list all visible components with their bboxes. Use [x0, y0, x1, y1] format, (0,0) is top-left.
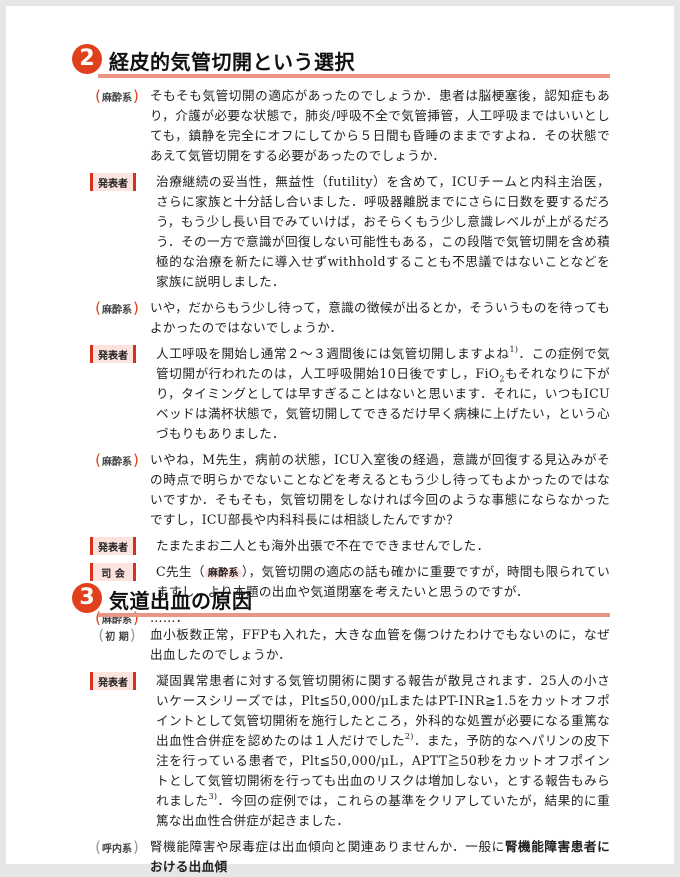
dialogue-block: 発表者 凝固異常患者に対する気管切開術に関する報告が散見されます．25人の小さいケ…	[72, 671, 610, 831]
inline-speaker-label: 麻酔系	[204, 568, 242, 579]
section-title: 気道出血の原因	[109, 589, 253, 613]
dialogue-block: 発表者 治療継続の妥当性，無益性（futility）を含めて，ICUチームと内科主…	[72, 172, 610, 292]
dialogue-text: 治療継続の妥当性，無益性（futility）を含めて，ICUチームと内科主治医，…	[156, 172, 610, 292]
speaker-label: 発表者	[90, 345, 136, 363]
dialogue-text: 人工呼吸を開始し通常２～３週間後には気管切開しますよね1)．この症例で気管切開が…	[156, 344, 610, 444]
section-number-badge: 3	[72, 583, 102, 613]
text-segment: ．また，予防的なヘパリンの皮下注を行っている患者で，Plt≦50,000/μL，…	[156, 733, 610, 808]
text-segment: そもそも気管切開の適応があったのでしょうか．患者は脳梗塞後，認知症もあり，介護が…	[150, 88, 610, 163]
dialogue-text: 凝固異常患者に対する気管切開術に関する報告が散見されます．25人の小さいケースシ…	[156, 671, 610, 831]
section-heading: 3 気道出血の原因	[72, 579, 610, 619]
dialogue-text: いや，だからもう少し待って，意識の徴候が出るとか，そういうものを待ってもよかった…	[150, 298, 610, 338]
text-segment: 治療継続の妥当性，無益性（futility）を含めて，ICUチームと内科主治医，…	[156, 174, 610, 289]
speaker-label: 麻酔系	[90, 299, 144, 317]
dialogue-text: たまたまお二人とも海外出張で不在でできませんでした．	[156, 536, 610, 556]
document-page: 2経皮的気管切開という選択麻酔系そもそも気管切開の適応があったのでしょうか．患者…	[6, 6, 674, 874]
dialogue-block: 麻酔系いやね，M先生，病前の状態，ICU入室後の経過，意識が回復する見込みがその…	[72, 450, 610, 530]
dialogue-block: 麻酔系いや，だからもう少し待って，意識の徴候が出るとか，そういうものを待ってもよ…	[72, 298, 610, 338]
citation-superscript: 2)	[404, 732, 414, 741]
dialogue-text: C先生（麻酔系），気管切開の適応の話も確かに重要ですが，時間も限られていますし，…	[156, 562, 610, 602]
dialogue-text: 血小板数正常，FFPも入れた，大きな血管を傷つけたわけでもないのに，なぜ出血した…	[150, 625, 610, 665]
text-segment: もそれなりに下がり，タイミングとしては早すぎることはないと思います．それに，いつ…	[156, 366, 610, 441]
dialogue-block: 発表者 たまたまお二人とも海外出張で不在でできませんでした．	[72, 536, 610, 556]
speaker-label: 麻酔系	[90, 87, 144, 105]
text-segment: 人工呼吸を開始し通常２～３週間後には気管切開しますよね	[156, 346, 510, 361]
text-segment: いやね，M先生，病前の状態，ICU入室後の経過，意識が回復する見込みがその時点で…	[150, 452, 610, 527]
dialogue-text: 腎機能障害や尿毒症は出血傾向と関連ありませんか．一般に腎機能障害患者における出血…	[150, 837, 610, 877]
section-heading: 2 経皮的気管切開という選択	[72, 40, 610, 80]
heading-underline	[98, 613, 610, 617]
dialogue-text: そもそも気管切開の適応があったのでしょうか．患者は脳梗塞後，認知症もあり，介護が…	[150, 86, 610, 166]
dialogue-block: 司 会 C先生（麻酔系），気管切開の適応の話も確かに重要ですが，時間も限られていま…	[72, 562, 610, 602]
dialogue-block: 麻酔系そもそも気管切開の適応があったのでしょうか．患者は脳梗塞後，認知症もあり，…	[72, 86, 610, 166]
dialogue-block: 発表者 人工呼吸を開始し通常２～３週間後には気管切開しますよね1)．この症例で気管…	[72, 344, 610, 444]
speaker-label: 司 会	[90, 563, 136, 581]
text-segment: C先生（	[156, 564, 205, 579]
heading-underline	[98, 74, 610, 78]
speaker-label: 麻酔系	[90, 609, 144, 627]
section-tracheostomy-choice: 2経皮的気管切開という選択麻酔系そもそも気管切開の適応があったのでしょうか．患者…	[72, 40, 610, 628]
speaker-label: 麻酔系	[90, 451, 144, 469]
text-segment: 腎機能障害や尿毒症は出血傾向と関連ありませんか．一般に	[150, 839, 505, 854]
text-segment: いや，だからもう少し待って，意識の徴候が出るとか，そういうものを待ってもよかった…	[150, 300, 610, 335]
speaker-label: 発表者	[90, 173, 136, 191]
dialogue-block: 呼内系腎機能障害や尿毒症は出血傾向と関連ありませんか．一般に腎機能障害患者におけ…	[72, 837, 610, 877]
speaker-label: 初 期	[90, 626, 144, 644]
section-number-badge: 2	[72, 44, 102, 74]
text-segment: 血小板数正常，FFPも入れた，大きな血管を傷つけたわけでもないのに，なぜ出血した…	[150, 627, 610, 662]
dialogue-text: いやね，M先生，病前の状態，ICU入室後の経過，意識が回復する見込みがその時点で…	[150, 450, 610, 530]
text-segment: 2	[499, 374, 505, 384]
section-airway-bleeding-cause: 3 気道出血の原因初 期血小板数正常，FFPも入れた，大きな血管を傷つけたわけでも…	[72, 579, 610, 877]
text-segment: たまたまお二人とも海外出張で不在でできませんでした．	[156, 538, 490, 553]
text-segment: 凝固異常患者に対する気管切開術に関する報告が散見されます．25人の小さいケースシ…	[156, 673, 610, 748]
dialogue-block: 初 期血小板数正常，FFPも入れた，大きな血管を傷つけたわけでもないのに，なぜ出…	[72, 625, 610, 665]
speaker-label: 呼内系	[90, 838, 144, 856]
text-segment: ），気管切開の適応の話も確かに重要ですが，時間も限られていますし，より本題の出血…	[156, 564, 610, 599]
citation-superscript: 1)	[509, 345, 519, 354]
speaker-label: 発表者	[90, 672, 136, 690]
text-segment: ．今回の症例では，これらの基準をクリアしていたが，結果的に重篤な出血性合併症が起…	[156, 793, 610, 828]
text-segment: ．この症例で気管切開が行われたのは，人工呼吸開始10日後ですし，FiO	[156, 346, 610, 381]
citation-superscript: 3)	[208, 792, 218, 801]
section-title: 経皮的気管切開という選択	[109, 50, 355, 74]
speaker-label: 発表者	[90, 537, 136, 555]
